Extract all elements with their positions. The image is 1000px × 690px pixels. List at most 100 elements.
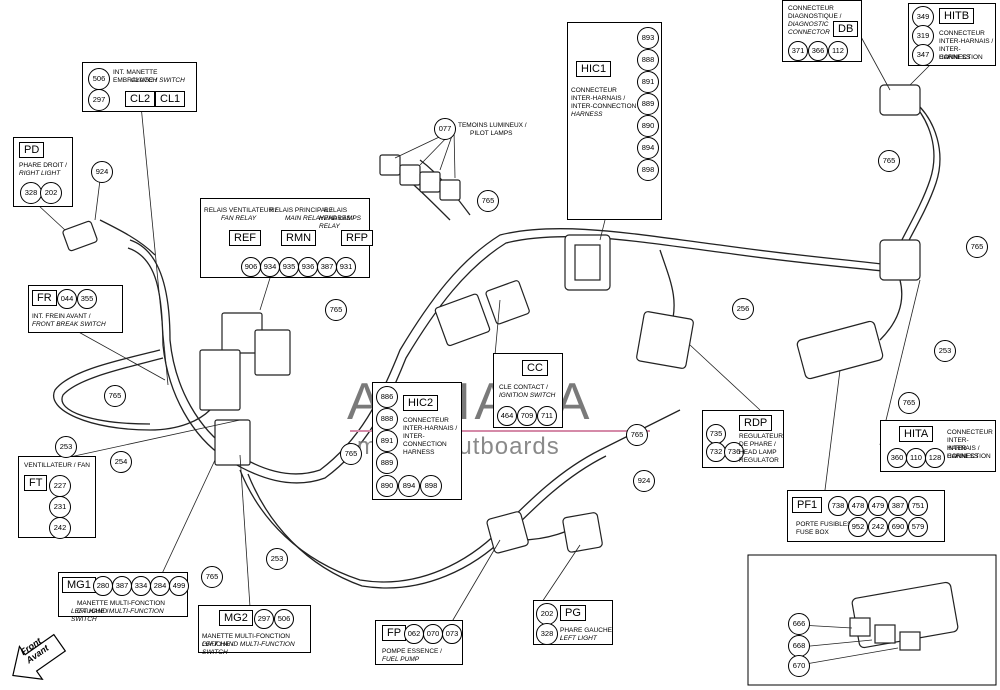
rdp-code: RDP xyxy=(739,415,773,431)
mg1-num-4: 284 xyxy=(150,576,170,596)
fr-num-1: 044 xyxy=(57,289,77,309)
hic2-line2: INTER-HARNAIS / xyxy=(403,425,458,432)
ft-line1: VENTILLATEUR / FAN xyxy=(24,462,90,469)
detail-num-666: 666 xyxy=(788,613,810,635)
hita-num-1: 360 xyxy=(887,448,907,468)
cc-num-1: 464 xyxy=(497,406,517,426)
fp-box: FP 062 070 073 POMPE ESSENCE / FUEL PUMP xyxy=(375,620,463,665)
pd-code: PD xyxy=(19,142,45,158)
mg2-line1: MANETTE MULTI-FONCTION GAUCHE / xyxy=(202,633,290,648)
wire-num-765i: 765 xyxy=(201,566,223,588)
hic2-num-7: 898 xyxy=(420,475,442,497)
rfp-line1: RELAIS PHARES / xyxy=(324,207,355,222)
rdp-box: RDP 735 732 736 REGULATEUR DE PHARE / HE… xyxy=(702,410,784,468)
relay-num-2: 934 xyxy=(260,257,280,277)
db-line1: CONNECTEUR xyxy=(788,5,834,12)
mg1-num-1: 280 xyxy=(93,576,113,596)
detail-num-668: 668 xyxy=(788,635,810,657)
hic1-box: HIC1 CONNECTEUR INTER-HARNAIS / INTER-CO… xyxy=(567,22,662,220)
rmn-code: RMN xyxy=(281,230,317,246)
mg2-num-1: 297 xyxy=(254,609,274,629)
hic2-code: HIC2 xyxy=(403,395,439,411)
hic1-line4: HARNESS xyxy=(571,111,603,118)
pilot-line2: PILOT LAMPS xyxy=(470,130,513,137)
pf1-bot-4: 579 xyxy=(908,517,928,537)
hic2-num-2: 888 xyxy=(376,408,398,430)
hic2-box: 886 888 891 889 890 894 898 HIC2 CONNECT… xyxy=(372,382,462,500)
cl-code-1: CL1 xyxy=(155,91,186,107)
hic2-line1: CONNECTEUR xyxy=(403,417,449,424)
rdp-num-3: 736 xyxy=(724,442,744,462)
hic1-num-2: 888 xyxy=(637,49,659,71)
wire-num-765a: 765 xyxy=(477,190,499,212)
pf1-top-5: 751 xyxy=(908,496,928,516)
hic1-line3: INTER-CONNECTION xyxy=(571,103,637,110)
relay-num-6: 931 xyxy=(336,257,356,277)
hita-line2: INTER-HARNAIS / xyxy=(947,437,980,452)
hic2-connector xyxy=(434,293,491,347)
wire-num-765d: 765 xyxy=(325,299,347,321)
cl-line2: CLUTCH SWITCH xyxy=(131,77,185,84)
relays-box: RELAIS VENTILATEUR / FAN RELAY RELAIS PR… xyxy=(200,198,373,278)
pf1-bot-1: 952 xyxy=(848,517,868,537)
pg-box: 202 328 PG PHARE GAUCHE / LEFT LIGHT xyxy=(533,600,613,645)
pf1-top-1: 738 xyxy=(828,496,848,516)
hic2-num-6: 894 xyxy=(398,475,420,497)
ft-num-2: 231 xyxy=(49,496,71,518)
wire-num-256: 256 xyxy=(732,298,754,320)
fp-code: FP xyxy=(382,625,407,641)
pf1-bot-2: 242 xyxy=(868,517,888,537)
fr-box: FR 044 355 INT. FREIN AVANT / FRONT BREA… xyxy=(28,285,123,333)
mg1-line2: LEFT HAND MULTI-FUNCTION SWITCH xyxy=(71,608,164,623)
cc-num-3: 711 xyxy=(537,406,557,426)
hita-num-3: 128 xyxy=(925,448,945,468)
rmn-line1: RELAIS PRINCIPAL / xyxy=(270,207,333,214)
hic2-num-1: 886 xyxy=(376,386,398,408)
fr-line1: INT. FREIN AVANT / xyxy=(32,313,91,320)
relay-num-3: 935 xyxy=(279,257,299,277)
hic2-num-5: 890 xyxy=(376,475,398,497)
mg2-code: MG2 xyxy=(219,610,253,626)
hitb-line2: INTER-HARNAIS / xyxy=(939,38,994,45)
ft-num-1: 227 xyxy=(49,475,71,497)
mg1-box: MG1 280 387 334 284 499 MANETTE MULTI-FO… xyxy=(58,572,189,623)
hic2-line3: INTER- xyxy=(403,433,425,440)
wire-num-924b: 924 xyxy=(633,470,655,492)
mg2-box: MG2 297 506 MANETTE MULTI-FONCTION GAUCH… xyxy=(198,605,311,656)
hitb-num-3: 347 xyxy=(912,44,934,66)
db-num-1: 371 xyxy=(788,41,808,61)
hita-box: HITA 360 110 128 CONNECTEUR INTER-HARNAI… xyxy=(880,420,996,472)
db-num-3: 112 xyxy=(828,41,848,61)
fr-line2: FRONT BREAK SWITCH xyxy=(32,321,106,328)
pf1-top-3: 479 xyxy=(868,496,888,516)
hic1-line2: INTER-HARNAIS / xyxy=(571,95,626,102)
relay-num-1: 906 xyxy=(241,257,261,277)
pf1-top-4: 387 xyxy=(888,496,908,516)
mg1-num-3: 334 xyxy=(131,576,151,596)
relay-rmn xyxy=(254,329,291,376)
hic1-code: HIC1 xyxy=(576,61,612,77)
pg-connector xyxy=(562,512,603,553)
wire-num-765h: 765 xyxy=(898,392,920,414)
pilot-num: 077 xyxy=(434,118,456,140)
wire-num-765g: 765 xyxy=(626,424,648,446)
hitb-box: 349 319 347 HITB CONNECTEUR INTER-HARNAI… xyxy=(908,3,996,66)
ref-line1: RELAIS VENTILATEUR / xyxy=(204,207,277,214)
cc-box: CC CLE CONTACT / IGNITION SWITCH 464 709… xyxy=(493,353,563,428)
hita-line4: HARNESS xyxy=(947,453,979,460)
pilot-line1: TEMOINS LUMINEUX / xyxy=(458,122,527,129)
db-code: DB xyxy=(833,21,859,37)
front-arrow-shape xyxy=(12,633,67,681)
cl-num-2: 297 xyxy=(88,89,110,111)
hita-code: HITA xyxy=(899,426,934,442)
hitb-line3: INTER-CONNECTION xyxy=(939,46,983,61)
hitb-code: HITB xyxy=(939,8,975,24)
pd-line1: PHARE DROIT / xyxy=(19,162,67,169)
mg2-num-2: 506 xyxy=(274,609,294,629)
rdp-num-1: 735 xyxy=(706,424,726,444)
ref-line2: FAN RELAY xyxy=(221,215,257,222)
db-num-2: 366 xyxy=(808,41,828,61)
db-line3: DIAGNOSTIC xyxy=(788,21,829,28)
hitb-line4: HARNESS xyxy=(939,54,971,61)
hita-line1: CONNECTEUR xyxy=(947,429,993,436)
